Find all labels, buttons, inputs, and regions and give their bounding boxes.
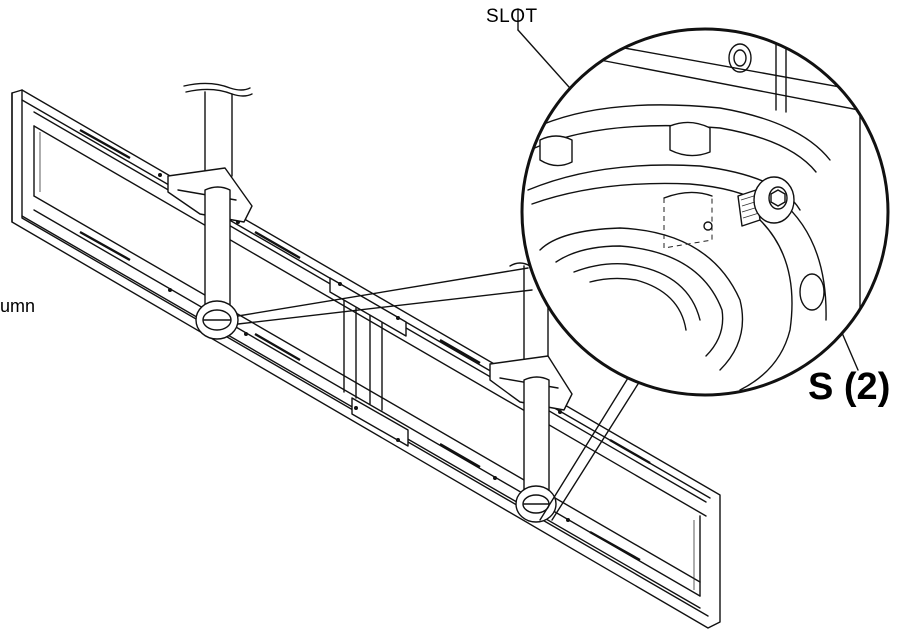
screw-s-label: S (2) [808,366,891,408]
callout-lines [237,8,859,521]
column-label-partial: umn [0,296,36,316]
left-column [167,82,253,340]
right-column [489,262,573,523]
detail-magnifier [520,27,890,397]
slot-label: SLOT [486,6,538,27]
